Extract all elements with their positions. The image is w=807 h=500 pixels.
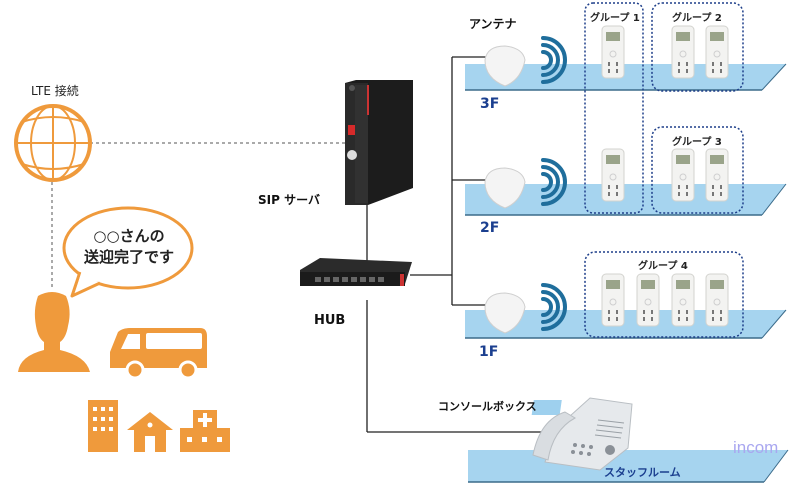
terminal-device-icon [671, 273, 695, 327]
speech-bubble-text: ○○さんの 送迎完了です [70, 226, 188, 268]
terminal-device-icon [671, 148, 695, 202]
group-4-label: グループ 4 [638, 261, 688, 272]
sip-server-label: SIP サーバ [258, 193, 320, 207]
terminal-device-icon [705, 148, 729, 202]
hub-label: HUB [314, 313, 346, 328]
wifi-signal-icon [541, 158, 567, 206]
person-icon [18, 292, 90, 372]
building-icon [88, 400, 118, 452]
antenna-label: アンテナ [469, 17, 517, 31]
floor-label-1f: 1F [479, 344, 499, 360]
antenna-icon [484, 167, 526, 209]
floor-label-2f: 2F [480, 220, 500, 236]
house-icon [127, 412, 173, 452]
bubble-line-2: 送迎完了です [83, 248, 174, 266]
antenna-icon [484, 45, 526, 87]
hospital-icon [180, 410, 230, 452]
terminal-device-icon [601, 273, 625, 327]
terminal-device-icon [705, 273, 729, 327]
terminal-device-icon [601, 25, 625, 79]
console-box-label: コンソールボックス [438, 400, 537, 413]
lte-label: LTE 接続 [31, 84, 79, 98]
server-icon [345, 80, 413, 205]
terminal-device-icon [636, 273, 660, 327]
group-1-box [584, 2, 644, 214]
group-1-label: グループ 1 [590, 13, 640, 24]
globe-icon [14, 104, 92, 182]
speech-bubble [62, 206, 194, 298]
floor-label-3f: 3F [480, 96, 500, 112]
wifi-signal-icon [541, 36, 567, 84]
group-2-label: グループ 2 [672, 13, 722, 24]
terminal-device-icon [705, 25, 729, 79]
antenna-icon [484, 292, 526, 334]
terminal-device-icon [671, 25, 695, 79]
staff-room-label: スタッフルーム [604, 466, 681, 479]
watermark: incom [733, 438, 779, 457]
group-4-box [584, 251, 744, 338]
terminal-device-icon [601, 148, 625, 202]
wifi-signal-icon [541, 283, 567, 331]
group-3-label: グループ 3 [672, 137, 722, 148]
hub-icon [300, 258, 412, 286]
desk-phone-icon [531, 397, 633, 471]
group-2-box [651, 2, 744, 92]
network-wiring [366, 56, 548, 433]
bubble-line-1: ○○さんの [93, 227, 165, 245]
van-icon [110, 328, 207, 380]
